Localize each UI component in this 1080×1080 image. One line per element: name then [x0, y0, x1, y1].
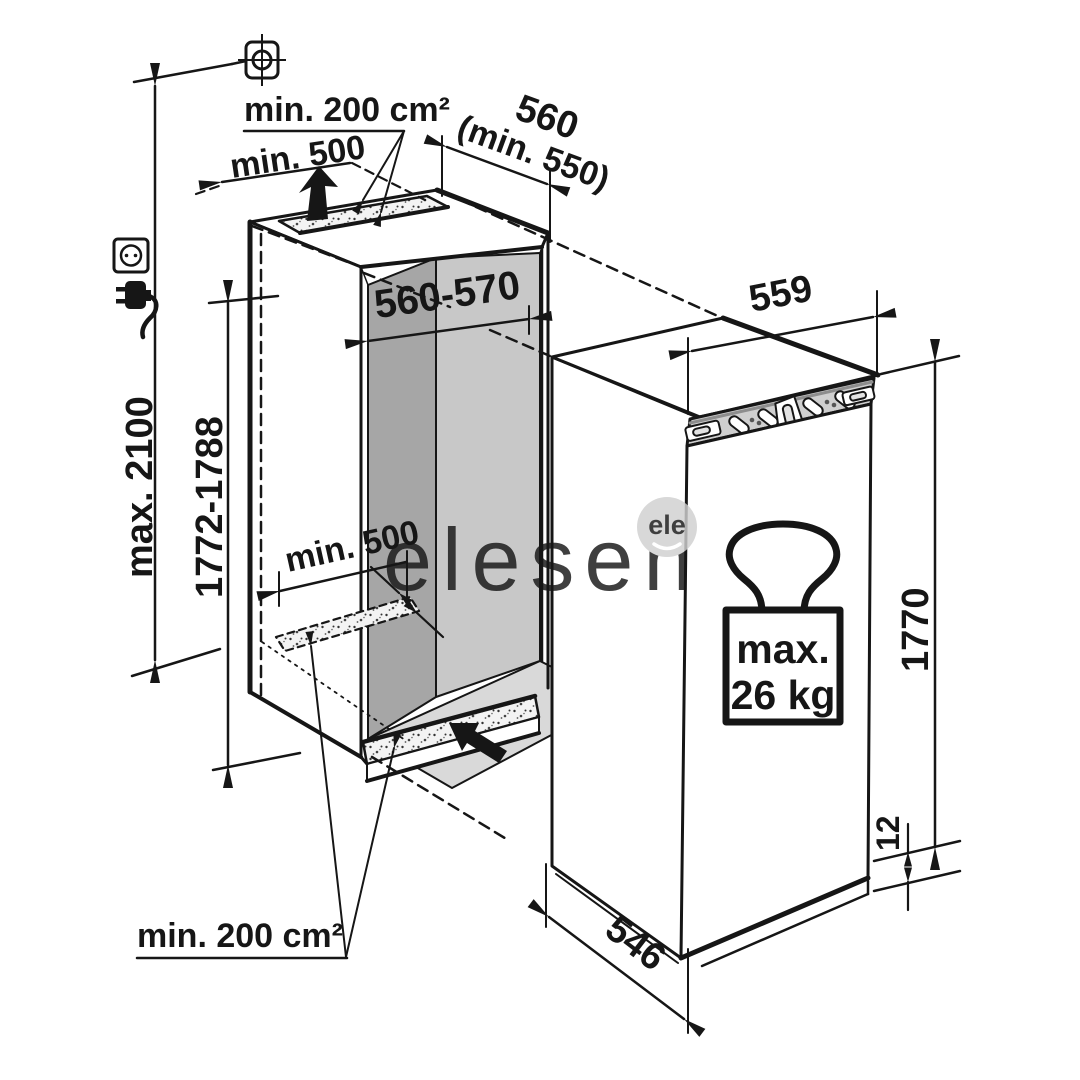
appliance-height-label: 1770	[895, 587, 937, 672]
bottom-vent-area-label: min. 200 cm²	[137, 917, 343, 955]
max-door-load-weight-icon	[722, 520, 844, 726]
door-load-label-line2: 26 kg	[731, 672, 836, 718]
door-bottom-gap-label: 12	[870, 815, 906, 851]
appliance-side	[550, 355, 699, 960]
watermark: elesen ele	[383, 497, 697, 609]
door-load-label-line1: max.	[736, 626, 829, 672]
watermark-smile	[652, 542, 682, 551]
ceiling-height-label: max. 2100	[119, 396, 161, 578]
watermark-badge	[637, 497, 697, 557]
appliance-dimensions	[527, 290, 962, 1037]
ceiling-fixing-point-icon	[238, 34, 286, 86]
niche-height-label: 1772-1788	[189, 416, 231, 598]
power-plug-icon	[116, 281, 159, 340]
niche-dimensions	[130, 59, 571, 960]
power-socket-icon	[112, 237, 150, 274]
niche-structure	[247, 187, 722, 842]
watermark-badge-text: ele	[648, 510, 686, 540]
niche-back-panel-dark	[367, 257, 437, 740]
air-outlet-arrow-icon	[299, 166, 338, 221]
top-vent-area-label: min. 200 cm²	[244, 91, 450, 129]
air-inlet-arrow-icon	[449, 723, 507, 763]
